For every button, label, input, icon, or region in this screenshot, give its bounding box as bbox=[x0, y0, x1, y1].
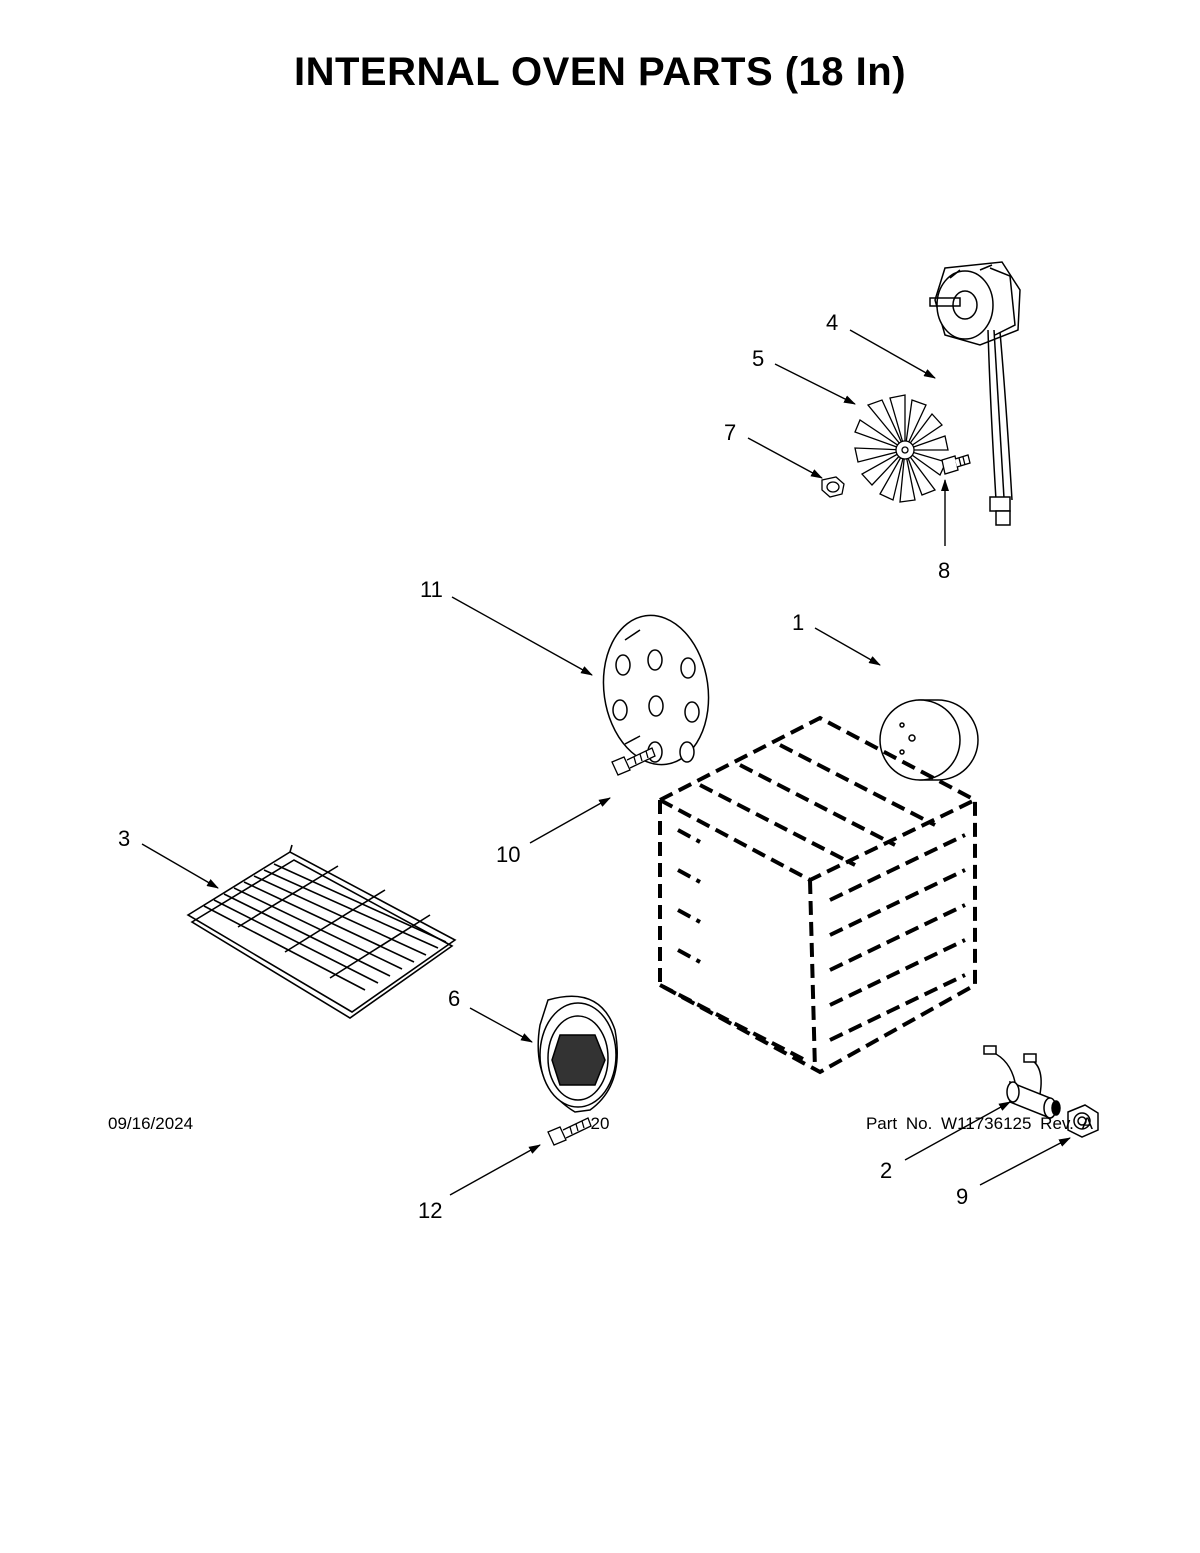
callout-3: 3 bbox=[118, 826, 130, 851]
screw-part-8 bbox=[941, 454, 971, 475]
leader-9 bbox=[979, 1137, 1071, 1186]
fan-blade-part bbox=[854, 394, 949, 503]
leader-4 bbox=[849, 329, 936, 379]
page-title: INTERNAL OVEN PARTS (18 In) bbox=[293, 50, 907, 94]
leader-7 bbox=[747, 437, 823, 479]
leader-1 bbox=[814, 627, 881, 666]
callout-11: 11 bbox=[420, 577, 443, 602]
oven-rack-part bbox=[186, 844, 457, 1019]
leader-10 bbox=[529, 797, 611, 844]
fan-motor-part bbox=[929, 261, 1021, 526]
callout-2: 2 bbox=[880, 1158, 892, 1183]
callout-12: 12 bbox=[418, 1198, 442, 1223]
callout-4: 4 bbox=[826, 310, 838, 335]
leader-12 bbox=[449, 1144, 541, 1196]
screw-part-12 bbox=[547, 1117, 592, 1146]
light-socket-part bbox=[983, 1045, 1061, 1120]
callout-8: 8 bbox=[938, 558, 950, 583]
leader-6 bbox=[469, 1007, 533, 1043]
gasket-plate-part bbox=[602, 614, 710, 766]
footer-page-number: 20 bbox=[590, 1114, 610, 1133]
leader-2 bbox=[904, 1101, 1011, 1161]
callout-6: 6 bbox=[448, 986, 460, 1011]
leader-3 bbox=[141, 843, 219, 889]
callout-7: 7 bbox=[724, 420, 736, 445]
footer-date: 09/16/2024 bbox=[108, 1114, 194, 1133]
nut-part-7 bbox=[821, 476, 845, 498]
leader-5 bbox=[774, 363, 856, 405]
callout-10: 10 bbox=[496, 842, 520, 867]
fan-cover-part bbox=[879, 699, 979, 781]
leader-lines bbox=[141, 329, 1071, 1196]
callout-1: 1 bbox=[792, 610, 804, 635]
leader-11 bbox=[451, 596, 593, 676]
hex-nut-part-9 bbox=[1067, 1104, 1099, 1138]
oven-cavity-outline bbox=[658, 715, 977, 1075]
footer-part-number: Part No. W11736125 Rev. A bbox=[865, 1114, 1093, 1133]
callout-9: 9 bbox=[956, 1184, 968, 1209]
callout-5: 5 bbox=[752, 346, 764, 371]
screw-part-10 bbox=[611, 747, 656, 776]
lamp-cover-part bbox=[537, 995, 618, 1113]
